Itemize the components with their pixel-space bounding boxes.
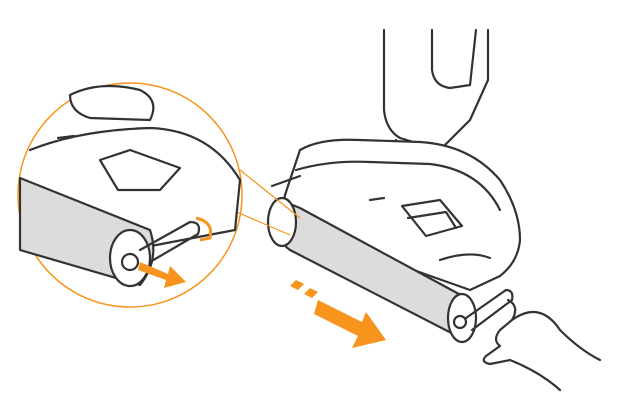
roller-right: [266, 196, 514, 344]
pull-arrow-icon: [138, 262, 386, 348]
detail-magnifier: [17, 82, 301, 308]
vacuum-head-body: [270, 138, 522, 292]
hand-icon: [482, 298, 602, 392]
rotate-arrow-icon: [195, 216, 213, 242]
